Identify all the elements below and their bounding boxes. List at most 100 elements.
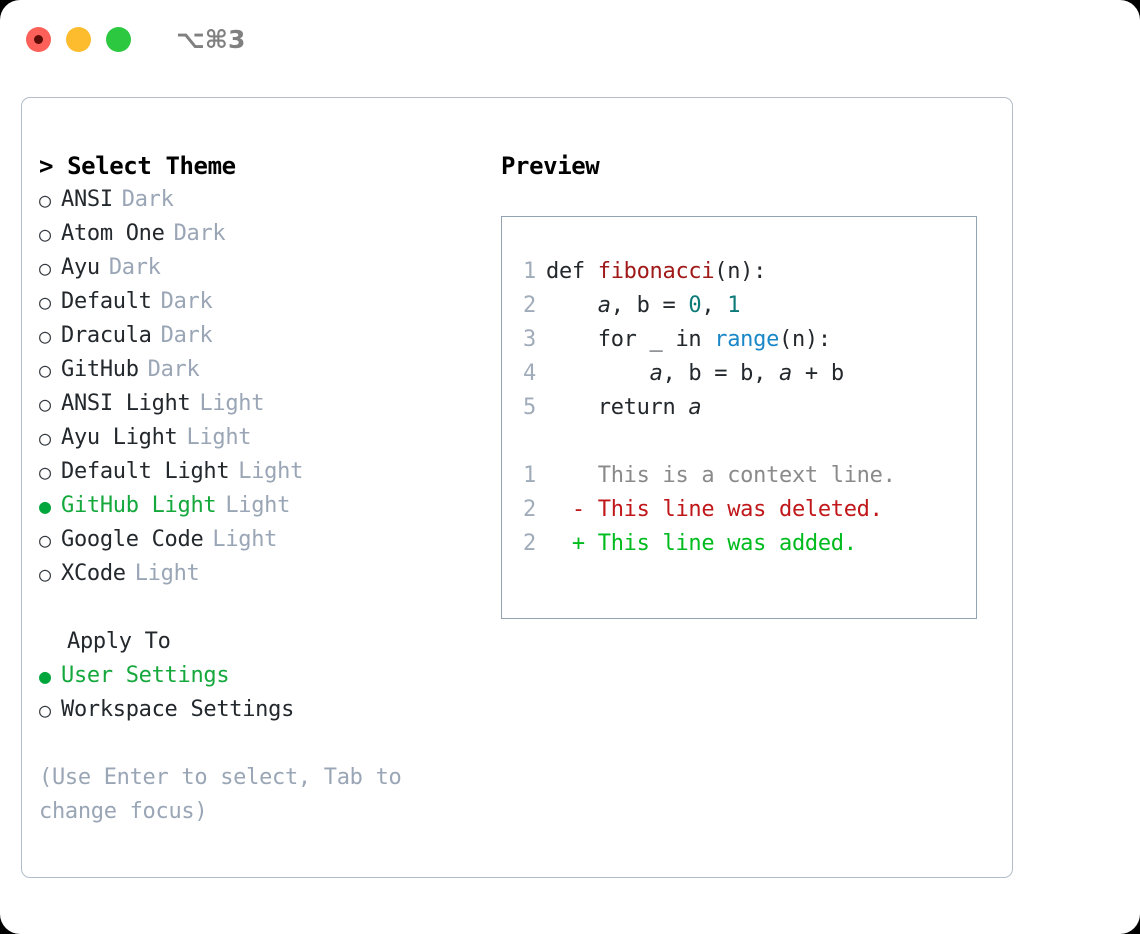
theme-option-tag: Dark bbox=[108, 255, 161, 280]
theme-option-1[interactable]: ○ Atom One Dark bbox=[39, 217, 479, 251]
code-line-number: 5 bbox=[523, 395, 536, 420]
code-token: + b bbox=[791, 361, 844, 386]
code-token: def bbox=[546, 259, 598, 284]
diff-line: 2 - This line was deleted. bbox=[502, 493, 976, 527]
theme-option-label: Default Light bbox=[61, 459, 230, 484]
diff-line-number: 2 bbox=[523, 497, 536, 522]
radio-unselected-icon: ○ bbox=[39, 188, 51, 212]
theme-option-5[interactable]: ○ GitHub Dark bbox=[39, 353, 479, 387]
radio-unselected-icon: ○ bbox=[39, 528, 51, 552]
code-line-number: 2 bbox=[523, 293, 536, 318]
radio-unselected-icon: ○ bbox=[39, 324, 51, 348]
code-line-content: return a bbox=[546, 391, 702, 425]
diff-line: 1 This is a context line. bbox=[502, 459, 976, 493]
window-titlebar: ⌥⌘3 bbox=[0, 0, 1140, 78]
close-dot-icon[interactable] bbox=[26, 26, 51, 52]
keyboard-shortcut-label: ⌥⌘3 bbox=[176, 24, 246, 54]
theme-option-label: Google Code bbox=[61, 527, 204, 552]
theme-option-8[interactable]: ○ Default Light Light bbox=[39, 455, 479, 489]
code-token: a bbox=[779, 361, 792, 386]
theme-option-tag: Light bbox=[134, 561, 200, 586]
radio-unselected-icon: ○ bbox=[39, 460, 51, 484]
diff-line-content: + This line was added. bbox=[546, 531, 857, 556]
code-token: (n): bbox=[779, 327, 831, 352]
list-spacer bbox=[39, 591, 479, 625]
apply-to-option-label: User Settings bbox=[61, 663, 230, 688]
code-line: 2 a, b = 0, 1 bbox=[502, 289, 976, 323]
code-token: 1 bbox=[727, 293, 741, 318]
code-token: a bbox=[597, 293, 611, 318]
theme-option-tag: Dark bbox=[147, 357, 200, 382]
code-token: range bbox=[714, 327, 780, 352]
theme-option-4[interactable]: ○ Dracula Dark bbox=[39, 319, 479, 353]
maximize-dot-icon[interactable] bbox=[106, 26, 131, 52]
theme-option-tag: Light bbox=[225, 493, 291, 518]
code-token bbox=[546, 361, 650, 386]
theme-option-label: Ayu bbox=[61, 255, 100, 280]
radio-unselected-icon: ○ bbox=[39, 392, 51, 416]
diff-line: 2 + This line was added. bbox=[502, 527, 976, 561]
apply-to-option-0[interactable]: ● User Settings bbox=[39, 659, 479, 693]
theme-option-9[interactable]: ● GitHub Light Light bbox=[39, 489, 479, 523]
theme-option-label: XCode bbox=[61, 561, 126, 586]
code-line: 3 for _ in range(n): bbox=[502, 323, 976, 357]
theme-option-label: GitHub Light bbox=[61, 493, 217, 518]
apply-to-option-label: Workspace Settings bbox=[61, 697, 295, 722]
diff-sample: 1 This is a context line.2 - This line w… bbox=[502, 459, 976, 561]
code-token: , b = bbox=[610, 293, 689, 318]
code-token: , bbox=[701, 293, 728, 318]
radio-selected-icon: ● bbox=[39, 494, 51, 518]
code-line-number: 4 bbox=[523, 361, 536, 386]
theme-option-label: GitHub bbox=[61, 357, 139, 382]
theme-option-label: ANSI Light bbox=[61, 391, 191, 416]
radio-unselected-icon: ○ bbox=[39, 222, 51, 246]
diff-line-number: 1 bbox=[523, 463, 536, 488]
radio-unselected-icon: ○ bbox=[39, 426, 51, 450]
theme-option-tag: Dark bbox=[173, 221, 226, 246]
theme-option-tag: Light bbox=[186, 425, 252, 450]
theme-option-7[interactable]: ○ Ayu Light Light bbox=[39, 421, 479, 455]
code-token: , b = b, bbox=[662, 361, 780, 386]
code-line-content: def fibonacci(n): bbox=[546, 255, 766, 289]
select-theme-heading: > Select Theme bbox=[39, 152, 236, 180]
theme-option-label: Default bbox=[61, 289, 152, 314]
theme-option-tag: Dark bbox=[160, 289, 213, 314]
theme-option-tag: Dark bbox=[160, 323, 213, 348]
minimize-dot-icon[interactable] bbox=[66, 26, 91, 52]
code-line-content: a, b = b, a + b bbox=[546, 357, 845, 391]
code-token: a bbox=[649, 361, 663, 386]
code-token: fibonacci bbox=[597, 259, 715, 284]
radio-unselected-icon: ○ bbox=[39, 562, 51, 586]
theme-option-11[interactable]: ○ XCode Light bbox=[39, 557, 479, 591]
theme-option-0[interactable]: ○ ANSI Dark bbox=[39, 183, 479, 217]
theme-option-label: Dracula bbox=[61, 323, 152, 348]
radio-selected-icon: ● bbox=[39, 664, 51, 688]
radio-unselected-icon: ○ bbox=[39, 358, 51, 382]
theme-option-label: Ayu Light bbox=[61, 425, 178, 450]
theme-option-tag: Light bbox=[238, 459, 304, 484]
theme-option-tag: Dark bbox=[121, 187, 174, 212]
code-line-content: a, b = 0, 1 bbox=[546, 289, 741, 323]
traffic-light-buttons bbox=[26, 26, 131, 52]
apply-to-list: ● User Settings ○ Workspace Settings bbox=[39, 659, 479, 727]
theme-option-label: ANSI bbox=[61, 187, 113, 212]
theme-option-label: Atom One bbox=[61, 221, 165, 246]
diff-line-content: - This line was deleted. bbox=[546, 497, 883, 522]
radio-unselected-icon: ○ bbox=[39, 698, 51, 722]
code-token: return bbox=[546, 395, 689, 420]
code-token: for _ in bbox=[546, 327, 715, 352]
code-token bbox=[546, 293, 598, 318]
apply-to-heading: Apply To bbox=[67, 629, 171, 654]
diff-line-content: This is a context line. bbox=[546, 463, 896, 488]
apply-to-option-1[interactable]: ○ Workspace Settings bbox=[39, 693, 479, 727]
